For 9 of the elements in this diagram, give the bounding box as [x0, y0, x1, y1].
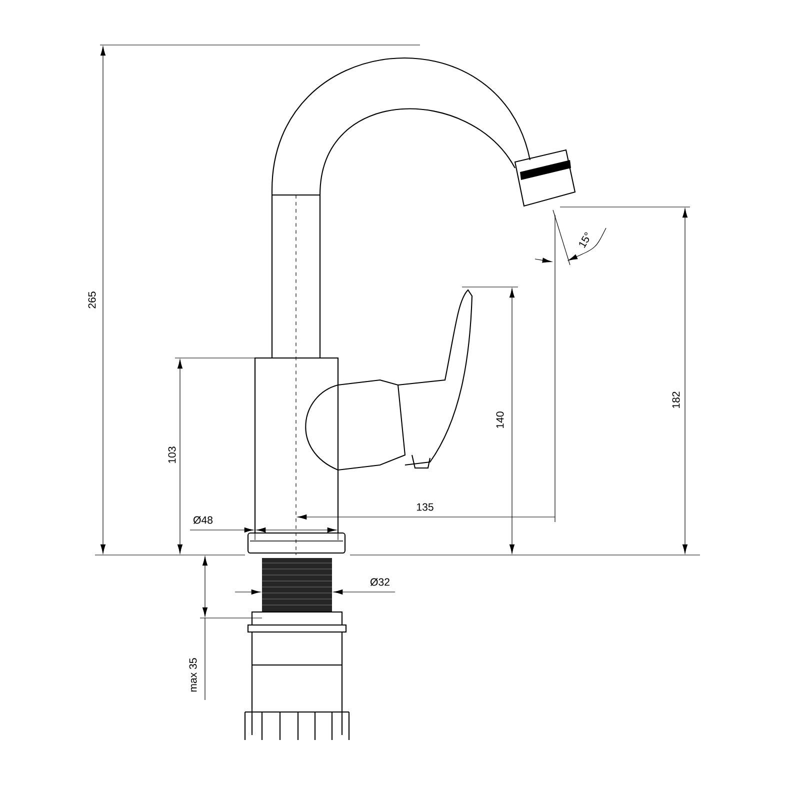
dimension-label: 140 [496, 412, 504, 428]
dimension-label: 265 [88, 292, 96, 308]
dimension-label: 103 [168, 446, 176, 463]
dimension-label: 182 [672, 392, 680, 408]
dimension-label: Ø48 [193, 516, 212, 524]
dimension-label: max 35 [189, 658, 197, 692]
dimension-label: 135 [417, 503, 434, 511]
dimension-label: Ø32 [370, 578, 390, 586]
dimension-label: 15° [579, 232, 590, 248]
